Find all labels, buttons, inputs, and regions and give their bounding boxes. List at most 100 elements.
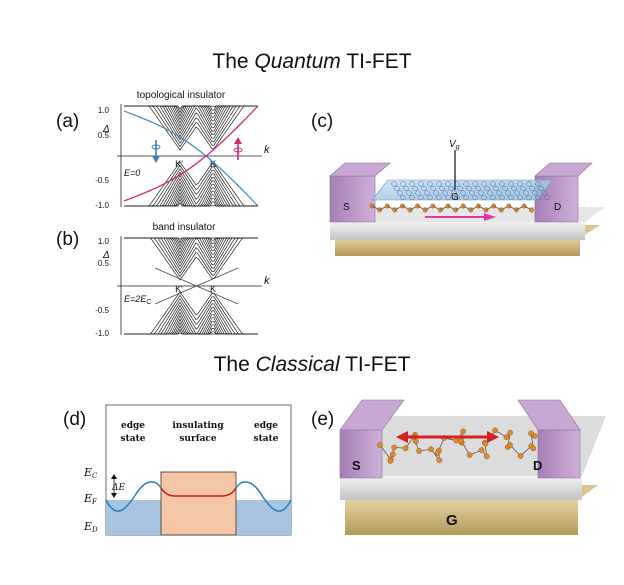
- network-atom: [377, 442, 383, 448]
- lattice-hex: [442, 190, 448, 196]
- lattice-hex: [517, 181, 523, 187]
- lattice-hex: [484, 185, 490, 192]
- lattice-hex: [532, 190, 538, 196]
- lattice-hex: [526, 194, 532, 201]
- panel-label-e: (e): [311, 409, 335, 430]
- panel-d-diagram: edge state insulating surface edge state…: [83, 404, 292, 536]
- back-gate-label: G: [446, 512, 458, 529]
- network-atom: [453, 437, 460, 444]
- lattice-hex: [523, 190, 529, 196]
- lattice-hex: [406, 190, 412, 196]
- level-subscript: F: [91, 498, 98, 506]
- network-atom: [413, 438, 419, 445]
- band-line: [124, 237, 258, 240]
- lattice-hex: [520, 185, 526, 192]
- band-line: [124, 237, 258, 278]
- panel-a-header: topological insulator: [137, 90, 226, 101]
- title-text: The: [213, 353, 256, 376]
- edge-state-band: [154, 267, 239, 305]
- gate-slab-front: [335, 238, 580, 256]
- panel-a-plot: topological insulator Δ k 1.0 0.5 -0.5 -…: [95, 90, 270, 210]
- panel-a-ytick: 0.5: [98, 131, 110, 140]
- title-emphasis: Classical: [255, 353, 340, 376]
- panel-b-header: band insulator: [153, 222, 216, 233]
- lattice-hex: [481, 194, 487, 201]
- lattice-hex: [535, 181, 541, 187]
- network-atom: [436, 457, 443, 464]
- network-atom: [434, 450, 441, 456]
- network-atom: [387, 458, 394, 464]
- panel-a-bands: [123, 105, 259, 207]
- panel-b-energy: E=2EC: [124, 294, 152, 306]
- network-atom: [503, 434, 510, 440]
- edge-state-band: [123, 110, 259, 207]
- lattice-hex: [391, 181, 397, 187]
- lattice-hex: [511, 185, 517, 192]
- network-atom: [466, 452, 473, 458]
- network-atom: [389, 451, 396, 458]
- delta-e-arrowhead-up-icon: [111, 474, 117, 479]
- edge-state-band: [123, 105, 259, 202]
- lattice-hex: [481, 181, 487, 187]
- panel-b-plot: band insulator Δ k 1.0 0.5 -0.5 -1.0 K' …: [95, 222, 270, 338]
- network-atom: [530, 445, 537, 452]
- band-line: [124, 237, 258, 264]
- band-line: [124, 105, 258, 110]
- drain-electrode-top: [534, 162, 593, 177]
- lattice-hex: [445, 181, 451, 187]
- panel-b-xlabel: k: [264, 275, 270, 287]
- lattice-hex: [418, 181, 424, 187]
- source-label: S: [352, 458, 361, 473]
- drain-label: D: [533, 458, 542, 473]
- quantum-title: The Quantum TI-FET: [0, 50, 624, 74]
- lattice-hex: [472, 194, 478, 201]
- lattice-hex: [490, 194, 496, 201]
- band-line: [124, 311, 258, 335]
- lattice-hex: [478, 190, 484, 196]
- network-atom: [492, 427, 498, 434]
- network-atom: [478, 447, 485, 453]
- panel-label-a: (a): [56, 111, 80, 132]
- right-edge-label: edge: [254, 421, 278, 431]
- lattice-hex: [541, 190, 547, 196]
- lattice-hex: [436, 194, 442, 201]
- title-text: TI-FET: [340, 50, 412, 73]
- lattice-hex: [517, 194, 523, 201]
- chain-atom: [491, 203, 496, 209]
- network-atom: [458, 438, 465, 444]
- network-atom: [482, 440, 489, 447]
- gate-voltage-text: V: [449, 139, 457, 150]
- current-arrowhead-right-icon: [487, 431, 499, 443]
- panel-a-xlabel: k: [264, 144, 270, 156]
- lattice-hex: [400, 181, 406, 187]
- lattice-hex: [469, 190, 475, 196]
- level-ec: EC: [83, 466, 98, 480]
- gap-energy-curve: [160, 487, 237, 497]
- lattice-hex: [472, 181, 478, 187]
- spin-rotation-icon: [151, 144, 161, 150]
- lattice-hex: [508, 194, 514, 201]
- chain-atom: [377, 207, 382, 213]
- level-symbol: E: [83, 466, 92, 479]
- lattice-hex: [499, 194, 505, 201]
- lattice-hex: [400, 194, 406, 201]
- panel-label-d: (d): [63, 409, 87, 430]
- panel-a-kpoint: K: [210, 159, 216, 169]
- level-subscript: C: [92, 472, 98, 480]
- delta-e-arrowhead-down-icon: [111, 493, 117, 498]
- level-symbol: E: [83, 520, 92, 533]
- panel-a-ytick: 1.0: [98, 106, 110, 115]
- graphene-lattice: [391, 181, 550, 201]
- panel-a-kpoint: K': [175, 159, 183, 169]
- lattice-hex: [439, 185, 445, 192]
- lattice-hex: [397, 190, 403, 196]
- lattice-hex: [526, 181, 532, 187]
- molecular-network: [377, 427, 538, 464]
- gate-label: G: [451, 192, 459, 203]
- network-atom: [483, 453, 490, 460]
- level-ef: EF: [83, 492, 98, 506]
- network-atom: [402, 445, 409, 452]
- lattice-hex: [403, 185, 409, 192]
- panel-b-ytick: 1.0: [98, 237, 110, 246]
